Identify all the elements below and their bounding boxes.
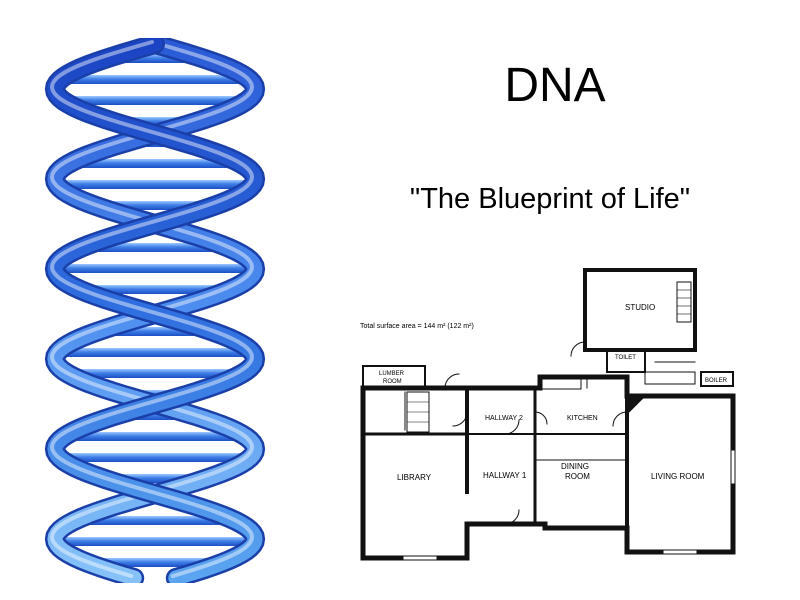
room-label-library: LIBRARY	[397, 473, 432, 482]
helix-rung	[62, 96, 248, 105]
room-label-dining-2: ROOM	[565, 472, 590, 481]
room-label-hallway-2: HALLWAY 2	[485, 415, 523, 422]
helix-rung	[61, 75, 249, 84]
floor-plan-image: Total surface area = 144 m² (122 m²) STU…	[360, 268, 736, 561]
room-label-hallway-1: HALLWAY 1	[483, 471, 527, 480]
room-label-dining: DINING	[561, 462, 589, 471]
room-label-studio: STUDIO	[625, 303, 655, 312]
helix-rung	[55, 537, 255, 546]
helix-rung	[76, 516, 234, 525]
helix-rung	[83, 243, 227, 252]
slide-title: DNA	[504, 59, 606, 112]
helix-rung	[58, 453, 252, 462]
helix-strand-highlight	[49, 40, 255, 578]
helix-rung	[70, 159, 240, 168]
dna-helix-icon	[44, 38, 266, 583]
helix-rung	[55, 264, 255, 273]
helix-rung	[78, 285, 232, 294]
room-label-lumber-2: ROOM	[383, 379, 402, 385]
helix-strand	[47, 38, 263, 583]
helix-rung	[65, 432, 245, 441]
helix-rung	[57, 348, 253, 357]
helix-rung	[66, 369, 244, 378]
total-area-label: Total surface area = 144 m² (122 m²)	[360, 323, 474, 330]
helix-rung	[56, 180, 254, 189]
slide-subtitle: "The Blueprint of Life"	[409, 183, 691, 215]
room-label-living-room: LIVING ROOM	[651, 472, 705, 481]
room-label-toilet: TOILET	[615, 355, 636, 361]
room-label-kitchen: KITCHEN	[567, 415, 598, 422]
room-label-boiler: BOILER	[705, 378, 728, 384]
room-label-lumber: LUMBER	[379, 371, 405, 377]
